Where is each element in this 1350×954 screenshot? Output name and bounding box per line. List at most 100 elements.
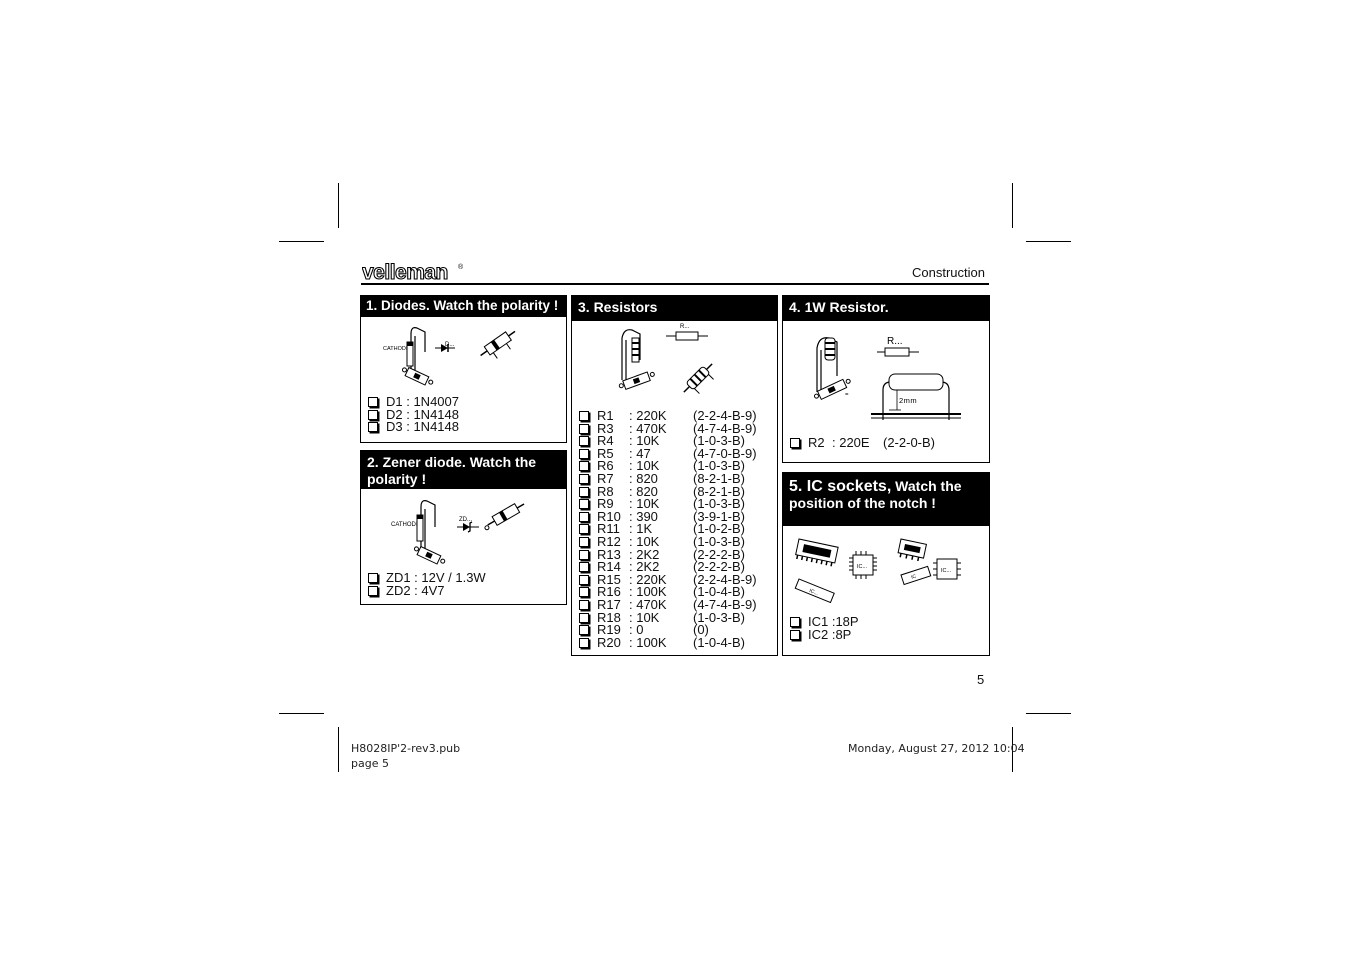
crop-mark [1012,727,1013,772]
checkbox-icon[interactable] [579,612,589,623]
item-label: IC1 :18P [808,614,859,629]
checkbox-icon[interactable] [579,486,589,497]
resistor-ref: R7 [597,470,614,486]
resistor-color-code: (1-0-3-B) [693,458,746,474]
chip-label: IC... [857,564,868,570]
resistor-color-code: (2-2-4-B-9) [693,408,757,423]
resistor-color-code: (4-7-4-B-9) [693,420,757,436]
crop-mark [279,241,324,242]
resistor-row: R8: 820(8-2-1-B) [577,485,757,499]
checkbox-icon[interactable] [579,423,589,434]
resistor-ref: R4 [597,433,614,449]
resistor-color-code: (0) [693,622,709,638]
zener-illustration: CATHODE ZD... [391,500,525,565]
resistor-ref: R20 [597,634,621,650]
resistor-row: R14 : 2K2 (2-2-2-B) [577,559,757,575]
checkbox-icon[interactable] [579,562,589,573]
resistor-color-code: (1-0-4-B) [693,584,746,600]
resistor-row: R3: 470K(4-7-4-B-9) [577,420,757,436]
resistor-ref: R11 [597,521,620,537]
resistor-ref: R19 [597,622,621,638]
resistor-value: : 2K2 [629,559,660,575]
resistor-row: R10: 390(3-9-1-B) [577,508,757,524]
checkbox-icon[interactable] [579,499,589,510]
item-label: D2 : 1N4148 [386,406,459,422]
crop-mark [279,713,324,714]
resistor-value: : 470K [629,420,667,436]
list-item: D1 : 1N4007 [366,394,459,409]
checkbox-icon[interactable] [579,411,589,421]
resistor-color-code: (1-0-3-B) [693,433,746,449]
checkbox-icon[interactable] [579,511,589,522]
list-item: IC1 :18P [788,614,859,629]
resistor-color-code: (2-2-4-B-9) [693,571,757,587]
resistor-row: R6: 10K(1-0-3-B) [577,460,757,473]
item-label: IC2 :8P [808,626,852,642]
checkbox-icon[interactable] [579,524,589,535]
svg-text:=: = [845,392,849,398]
resistor-ref: R13 [597,546,621,562]
footer-filename: H8028IP'2-rev3.pub [351,742,461,755]
resistor-1w-title: 4. 1W Resistor. [783,296,989,321]
list-item: IC2 :8P [788,626,859,642]
checkbox-icon[interactable] [579,473,589,484]
resistor-value: : 820 [629,470,658,486]
checkbox-icon[interactable] [790,438,800,448]
resistor-row: R16: 100K(1-0-4-B) [577,586,757,599]
checkbox-icon[interactable] [579,625,589,636]
resistor-ref: R14 [597,559,621,575]
resistors-title: 3. Resistors [572,296,777,321]
ic-title-note: Watch the position of the notch ! [789,478,962,511]
ic-socket-illustration: IC... IC... IC IC... [794,538,961,603]
resistor-value: : 220K [629,571,667,587]
checkbox-icon[interactable] [579,436,589,447]
checkbox-icon[interactable] [368,573,378,583]
resistor-1w-list: R2 : 220E (2-2-0-B) [788,435,936,450]
checkbox-icon[interactable] [368,409,378,420]
checkbox-icon[interactable] [579,549,589,560]
resistor-row: R15: 220K(2-2-4-B-9) [577,571,757,587]
header-rule [361,283,989,285]
resistor-ref: R12 [597,533,621,549]
page-number: 5 [977,672,985,687]
resistor-color-code: (1-0-3-B) [693,533,746,549]
resistor-value: : 2K2 [629,546,660,562]
checkbox-icon[interactable] [579,461,589,472]
checkbox-icon[interactable] [368,422,378,433]
velleman-logo: velleman ® [362,262,464,284]
resistor-value: : 10K [629,458,660,474]
registered-mark: ® [458,263,464,271]
list-item: ZD2 : 4V7 [366,584,486,598]
resistor-color-code: (8-2-1-B) [693,470,746,486]
list-item: D2 : 1N4148 [366,406,459,422]
resistor-1w-illustration: R... = 2mm [813,336,961,420]
checkbox-icon[interactable] [368,397,378,407]
list-item: D3 : 1N4148 [366,419,459,435]
item-code: (2-2-0-B) [883,435,936,450]
brand-text: velleman [362,262,448,284]
checkbox-icon[interactable] [579,536,589,547]
resistor-row: R19: 0(0) [577,622,757,638]
svg-text:IC: IC [910,573,917,580]
checkbox-icon[interactable] [579,637,589,648]
resistor-row: R12: 10K(1-0-3-B) [577,533,757,549]
resistor-illustration: R... [618,324,714,394]
item-ref: R2 [808,435,825,450]
checkbox-icon[interactable] [579,599,589,610]
resistor-1w-symbol-label: R... [887,336,903,347]
item-label: D1 : 1N4007 [386,394,459,409]
checkbox-icon[interactable] [790,617,800,627]
ic-sockets-box: 5. IC sockets, Watch the position of the… [782,472,990,656]
checkbox-icon[interactable] [579,574,589,585]
ic-title-main: 5. IC sockets, [789,478,892,495]
checkbox-icon[interactable] [368,585,378,596]
resistor-color-code: (2-2-2-B) [693,559,746,575]
checkbox-icon[interactable] [579,448,589,459]
checkbox-icon[interactable] [790,629,800,640]
item-value: : 220E [832,435,870,450]
zener-box: 2. Zener diode. Watch the polarity ! CAT… [360,450,567,605]
resistor-color-code: (3-9-1-B) [693,508,746,524]
checkbox-icon[interactable] [579,587,589,598]
item-label: D3 : 1N4148 [386,419,459,435]
resistor-color-code: (4-7-4-B-9) [693,596,757,612]
